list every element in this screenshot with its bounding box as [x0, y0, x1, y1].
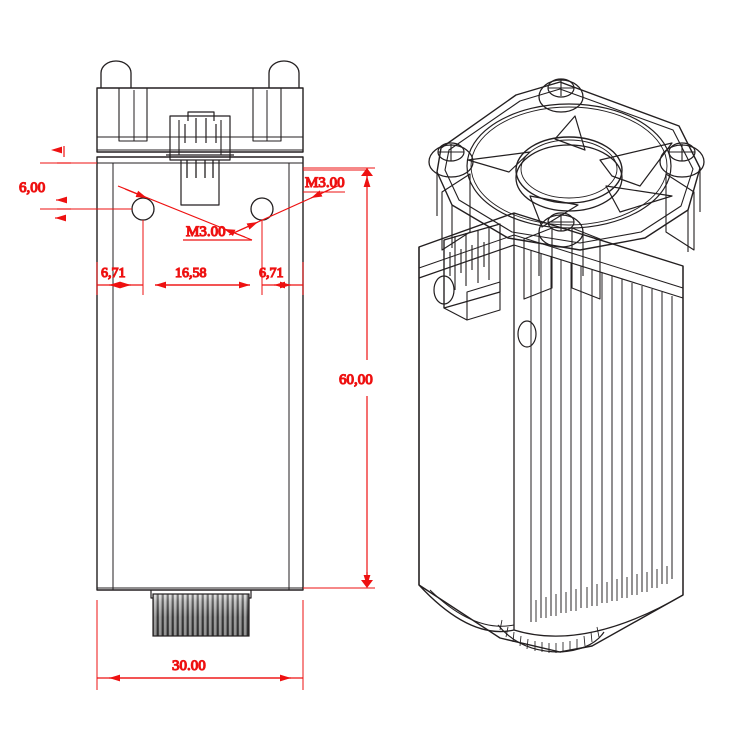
power-connector-isometric [443, 223, 501, 321]
callout-m3-left: M3.00 [117, 185, 253, 241]
screw-left [428, 142, 474, 178]
callout-m3-right: M3.00 [228, 169, 368, 236]
dim-6-71-left-label: 6,71 [101, 266, 126, 281]
fan-shroud-profile [96, 87, 304, 153]
screw-right [659, 142, 705, 178]
lens-ring-isometric [497, 619, 605, 653]
callout-m3-left-label: M3.00 [186, 224, 226, 240]
dim-30-00: 30.00 [96, 600, 304, 690]
dim-60-00: 60,00 [303, 167, 375, 589]
fan-assembly [436, 81, 701, 251]
dim-6-71-right-label: 6,71 [259, 266, 284, 281]
m3-mounting-holes [131, 197, 274, 221]
dim-60-00-label: 60,00 [339, 372, 373, 388]
dim-16-58-label: 16,58 [175, 266, 207, 281]
dim-chain-horizontal: 6,71 16,58 6,71 [96, 220, 304, 295]
dimension-annotations: 6,00 6,71 16,58 6,71 M3.00 [18, 146, 375, 690]
body-isometric [418, 212, 684, 653]
fan-mount-tabs [100, 60, 300, 88]
knurled-lens-ring [153, 594, 249, 636]
dim-30-00-label: 30.00 [172, 658, 206, 674]
front-view [96, 60, 304, 599]
dim-6-00: 6,00 [18, 146, 132, 222]
power-connector [166, 111, 234, 206]
fan-corner-posts [441, 173, 695, 300]
heatsink-fins [530, 250, 673, 622]
side-indicator-holes [433, 275, 537, 348]
corner-screws [428, 78, 705, 276]
callout-m3-right-label: M3.00 [305, 175, 345, 191]
lens-ring-outline [152, 593, 250, 637]
body-profile [96, 156, 304, 591]
dim-6-00-label: 6,00 [19, 180, 45, 196]
isometric-view [418, 78, 705, 653]
fan-blades [467, 115, 673, 228]
screw-top [538, 78, 584, 113]
